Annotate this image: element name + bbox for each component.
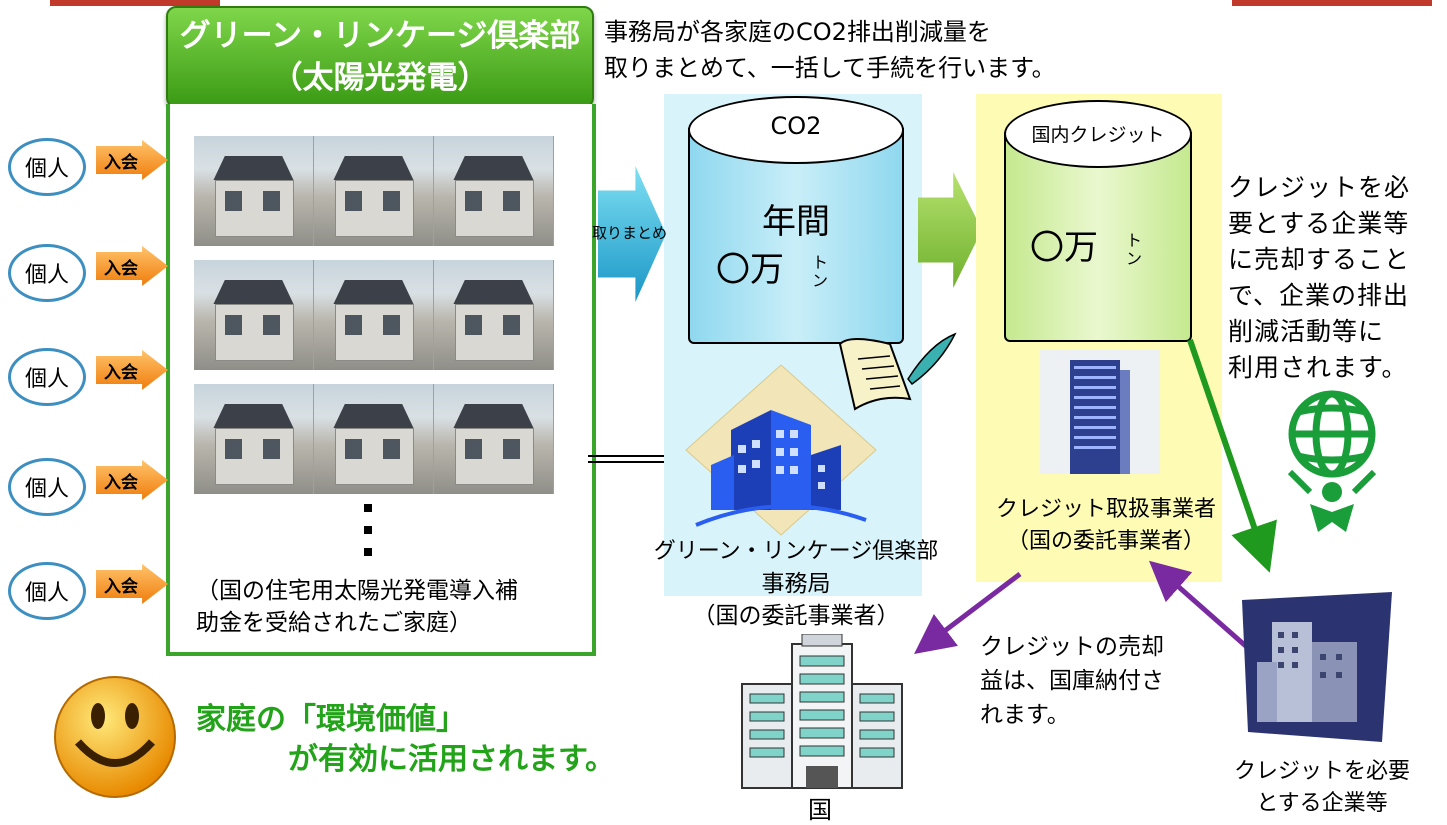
- club-eligibility-note: （国の住宅用太陽光発電導入補 助金を受給されたご家庭）: [196, 575, 518, 639]
- co2-cylinder-top: [688, 96, 904, 164]
- credit-handler-label: クレジット取扱事業者 （国の委託事業者）: [986, 494, 1226, 558]
- credit-handler-building-icon: [1040, 350, 1160, 474]
- usage-note-line: で、企業の排出: [1228, 281, 1410, 310]
- individual-badge: 個人: [8, 138, 86, 196]
- sale-arrow: [1187, 339, 1277, 573]
- procedure-note-line1: 事務局が各家庭のCO2排出削減量を: [604, 18, 991, 46]
- house-row: [194, 384, 554, 494]
- top-bar-right: [1232, 0, 1432, 6]
- club-member-panel: [166, 104, 596, 656]
- payment-arrow: [914, 572, 1022, 655]
- individual-badge: 個人: [8, 348, 86, 406]
- house-photo: [314, 136, 434, 246]
- individual-badge: 個人: [8, 244, 86, 302]
- credit-label: 国内クレジット: [1031, 124, 1165, 146]
- credit-handler-line1: クレジット取扱事業者: [995, 497, 1216, 522]
- government-building-icon: [741, 634, 903, 789]
- value-message-line2: が有効に活用されます。: [288, 742, 615, 777]
- individual-badge: 個人: [8, 562, 86, 620]
- usage-note-line: クレジットを必: [1228, 173, 1411, 202]
- house-photo: [194, 260, 314, 370]
- usage-note-line: 要とする企業等: [1228, 209, 1410, 238]
- join-arrow: 入会: [96, 140, 168, 180]
- procedure-note: 事務局が各家庭のCO2排出削減量を 取りまとめて、一括して手続を行います。: [604, 14, 1056, 86]
- house-photo: [194, 384, 314, 494]
- secretariat-label-line1: グリーン・リンケージ倶楽部: [653, 539, 939, 564]
- top-bar-left: [50, 0, 220, 6]
- house-row: [194, 136, 554, 246]
- house-photo: [194, 136, 314, 246]
- proceeds-note-line: クレジットの売却: [980, 634, 1164, 660]
- aggregate-label: 取りまとめ: [592, 224, 668, 242]
- club-note-line1: （国の住宅用太陽光発電導入補: [196, 578, 518, 604]
- credit-cylinder-top: [1004, 100, 1192, 168]
- house-photo: [434, 260, 554, 370]
- company-label: クレジットを必要 とする企業等: [1222, 756, 1422, 820]
- value-message: 家庭の「環境価値」 が有効に活用されます。: [196, 700, 615, 780]
- co2-label: CO2: [770, 112, 822, 140]
- secretariat-label: グリーン・リンケージ倶楽部 事務局 （国の委託事業者）: [646, 536, 946, 632]
- secretariat-label-line3: （国の委託事業者）: [692, 603, 900, 629]
- value-message-line1: 家庭の「環境価値」: [196, 702, 466, 737]
- ellipsis-dots: [364, 498, 372, 570]
- secretariat-building-icon: [685, 364, 877, 536]
- house-photo: [314, 384, 434, 494]
- house-row: [194, 260, 554, 370]
- company-building-icon: [1242, 592, 1392, 742]
- connector-line: [588, 455, 680, 463]
- co2-annual-label: 年間: [762, 202, 830, 242]
- proceeds-note: クレジットの売却 益は、国庫納付さ れます。: [980, 630, 1164, 732]
- document-pen-icon: [838, 332, 957, 411]
- credit-unit: ト ン: [1126, 231, 1143, 268]
- proceeds-note-line: 益は、国庫納付さ: [980, 668, 1164, 694]
- club-title: グリーン・リンケージ倶楽部 （太陽光発電）: [166, 6, 594, 108]
- credit-amount: 〇万: [1030, 228, 1098, 268]
- company-label-line2: とする企業等: [1256, 791, 1388, 816]
- proceeds-note-line: れます。: [980, 702, 1070, 728]
- procedure-note-line2: 取りまとめて、一括して手続を行います。: [604, 54, 1056, 82]
- individual-badge: 個人: [8, 458, 86, 516]
- usage-note-line: に売却すること: [1228, 245, 1411, 274]
- club-note-line2: 助金を受給されたご家庭）: [196, 610, 472, 636]
- house-photo: [314, 260, 434, 370]
- purchase-arrow: [1148, 560, 1250, 650]
- smiley-face-icon: [54, 676, 176, 798]
- company-label-line1: クレジットを必要: [1233, 759, 1410, 784]
- country-label: 国: [808, 796, 832, 824]
- credit-usage-note: クレジットを必 要とする企業等 に売却すること で、企業の排出 削減活動等に 利…: [1228, 170, 1438, 386]
- globe-person-icon: [1287, 390, 1377, 532]
- co2-amount: 〇万: [716, 250, 784, 290]
- secretariat-label-line2: 事務局: [761, 571, 831, 597]
- club-title-line1: グリーン・リンケージ倶楽部: [179, 18, 581, 54]
- house-photo: [434, 384, 554, 494]
- club-title-line2: （太陽光発電）: [271, 60, 489, 96]
- co2-cylinder: [688, 128, 904, 344]
- usage-note-line: 利用されます。: [1228, 353, 1408, 382]
- usage-note-line: 削減活動等に: [1228, 317, 1385, 346]
- house-photo: [434, 136, 554, 246]
- co2-unit: ト ン: [812, 253, 829, 290]
- credit-handler-line2: （国の委託事業者）: [1006, 529, 1205, 554]
